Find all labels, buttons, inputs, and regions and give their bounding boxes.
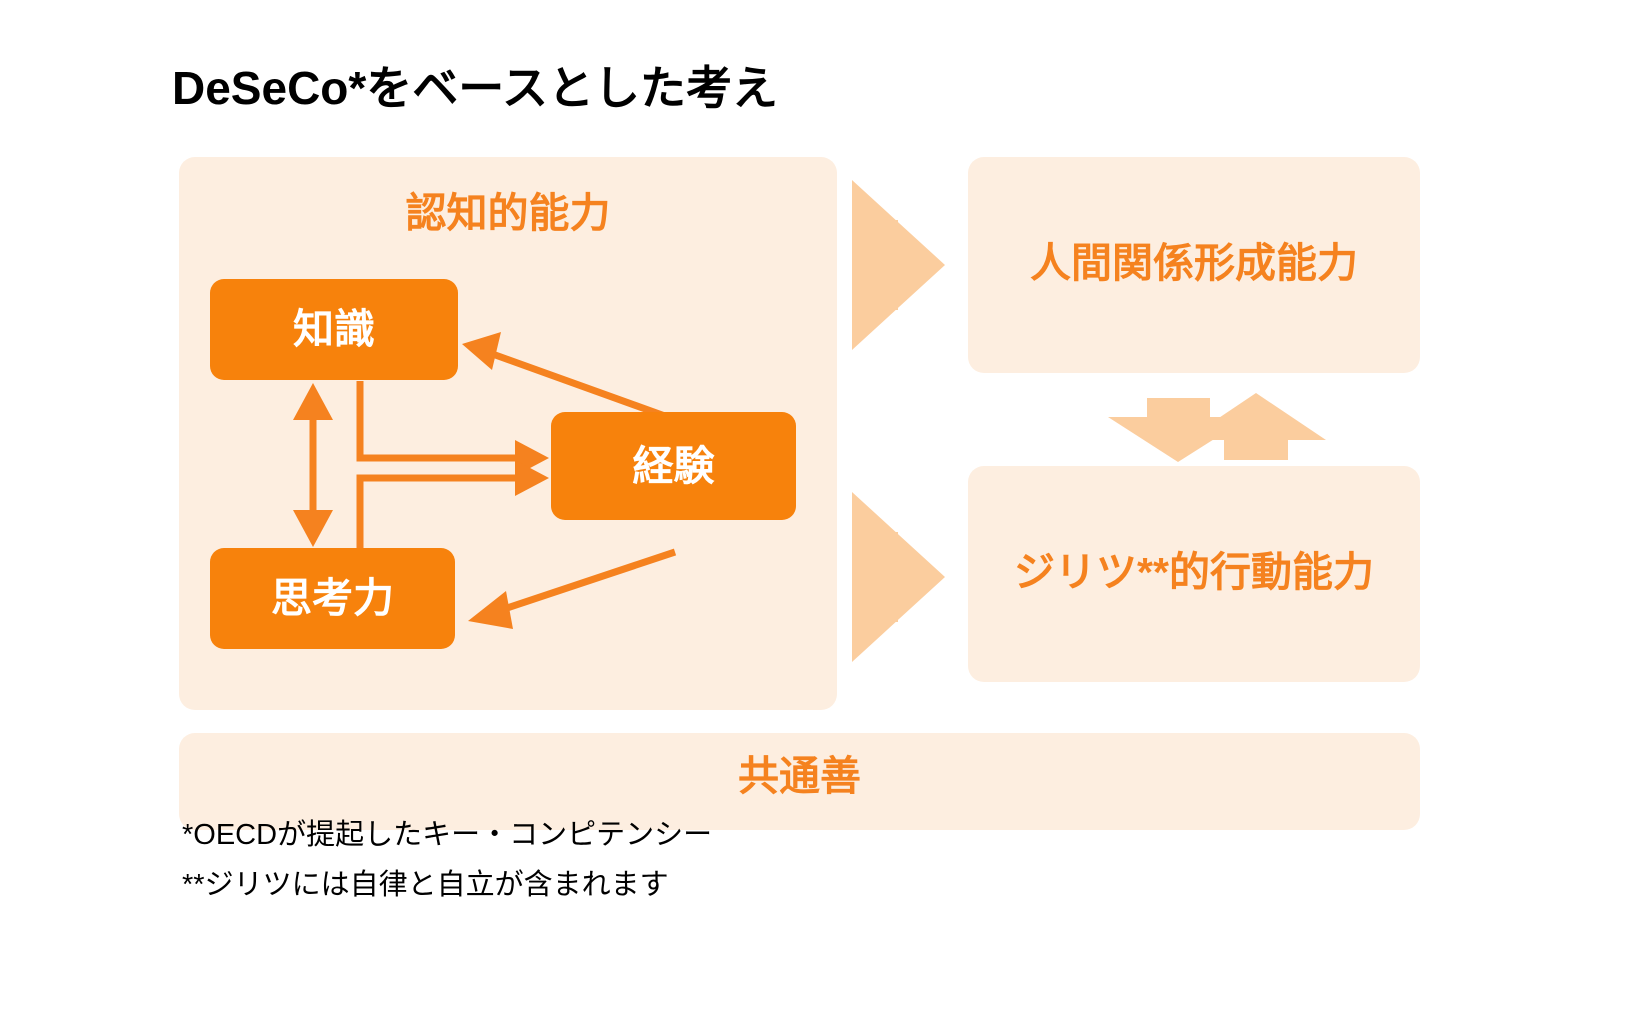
block-arrow-up-autonomy-to-social — [1186, 393, 1326, 460]
block-arrow-down-social-to-autonomy — [1108, 398, 1249, 462]
heading-common-good: 共通善 — [738, 753, 861, 799]
panel-autonomy-abilities — [968, 466, 1420, 682]
heading-cognitive-abilities: 認知的能力 — [405, 190, 611, 236]
page-title: DeSeCo*をベースとした考え — [172, 62, 778, 114]
block-arrow-right-to-autonomy-body — [852, 532, 898, 622]
heading-autonomy-abilities: ジリツ**的行動能力 — [1014, 549, 1374, 595]
panel-social-abilities — [968, 157, 1420, 373]
heading-social-abilities: 人間関係形成能力 — [1030, 240, 1358, 286]
footnote-oecd: *OECDが提起したキー・コンピテンシー — [182, 819, 713, 851]
block-arrow-right-to-social — [852, 180, 945, 350]
node-knowledge: 知識 — [210, 279, 458, 380]
block-arrow-right-to-social-body — [852, 220, 898, 310]
footnote-jiritsu: **ジリツには自律と自立が含まれます — [182, 869, 669, 901]
node-thinking: 思考力 — [210, 548, 455, 649]
block-arrow-right-to-autonomy — [852, 492, 945, 662]
panel-common-good — [179, 733, 1420, 830]
node-experience: 経験 — [551, 412, 796, 520]
